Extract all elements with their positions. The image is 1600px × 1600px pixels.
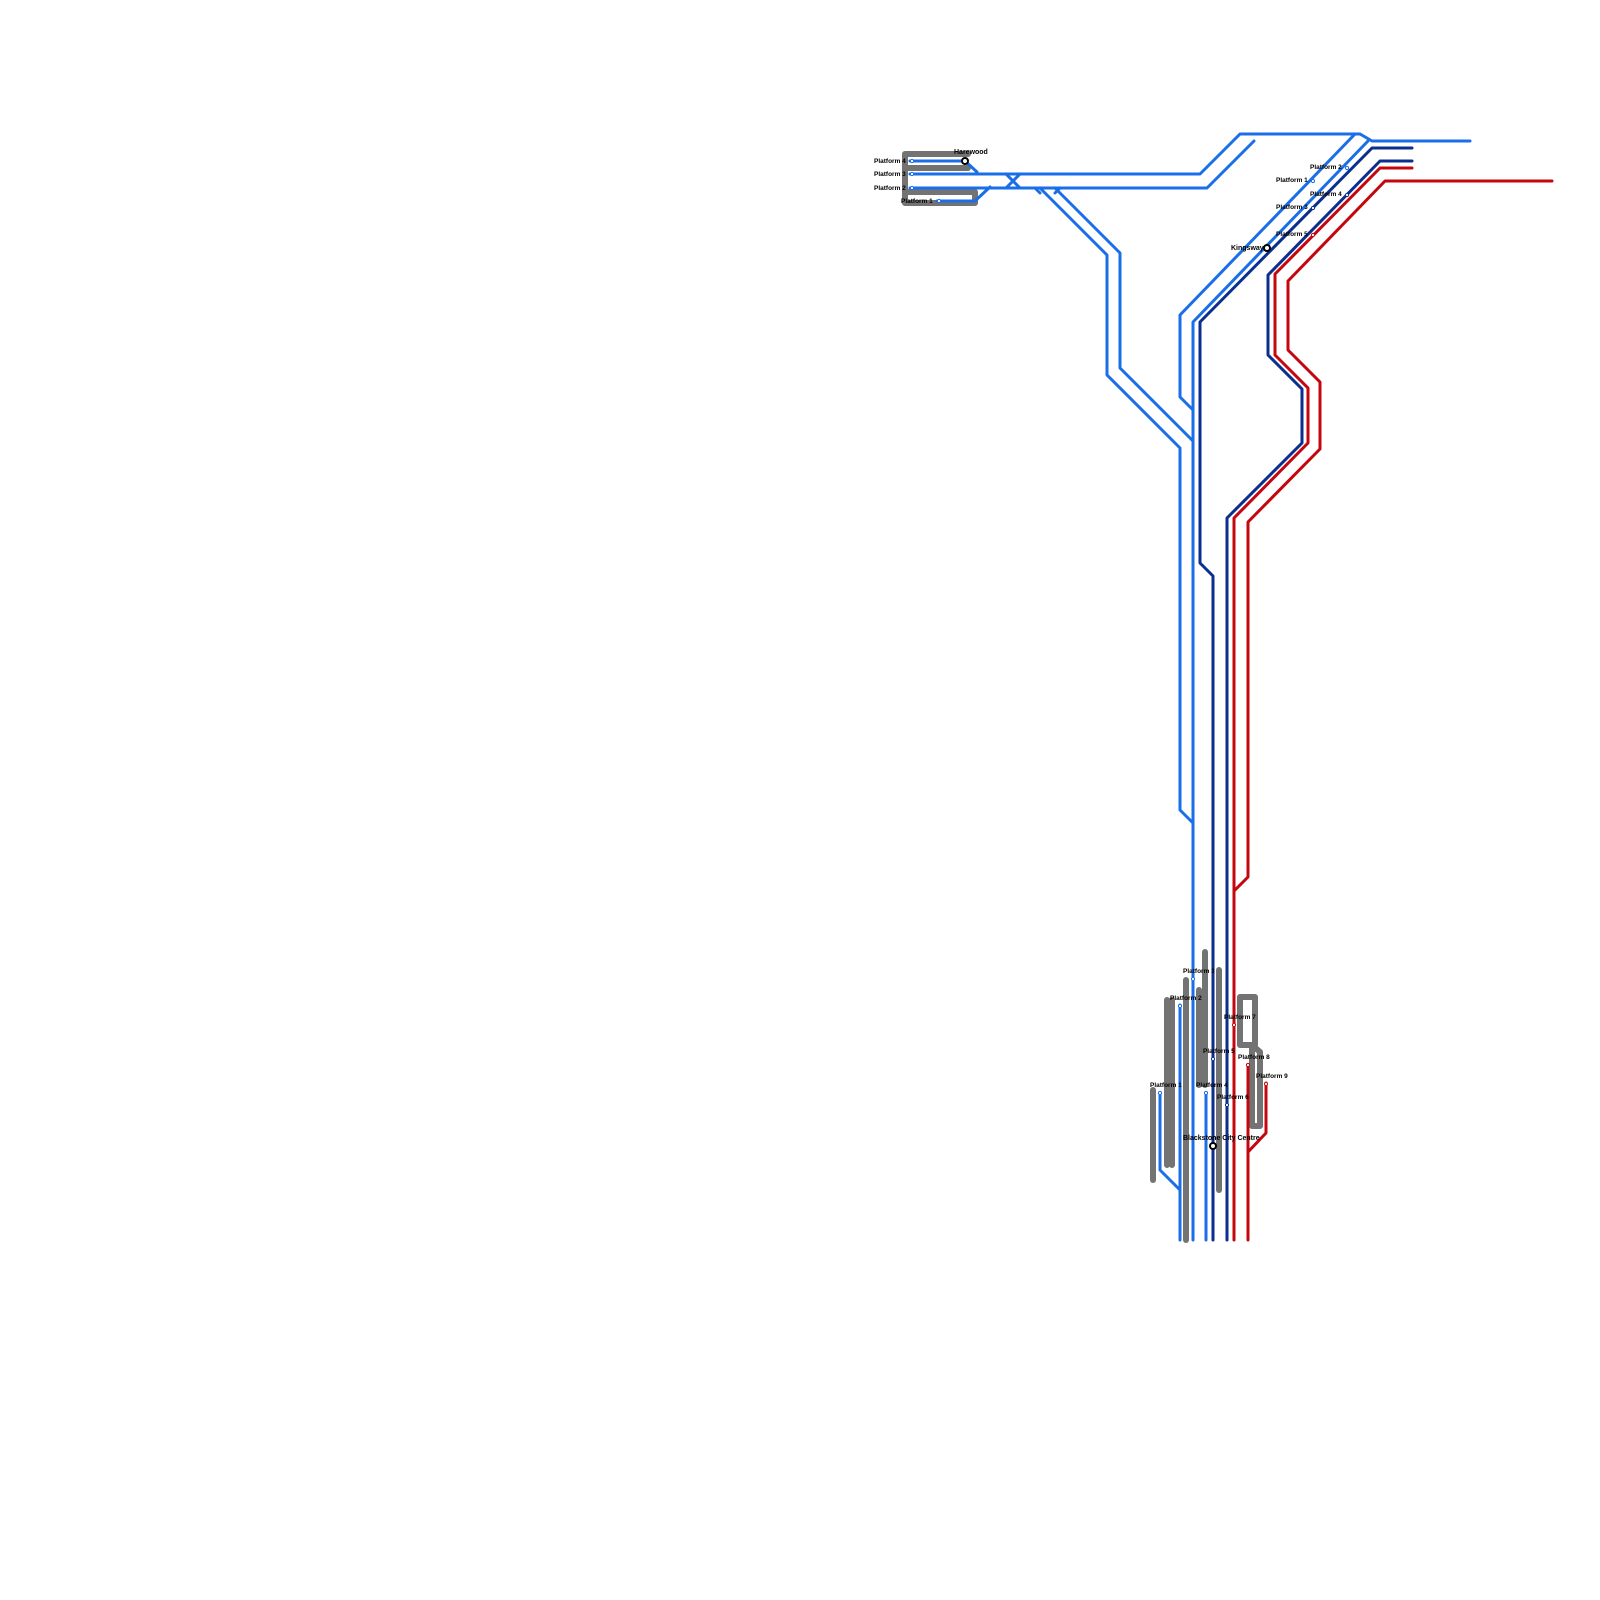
kingsway-platform-3-label: Platform 3 bbox=[1276, 204, 1308, 211]
platform-dots bbox=[909, 158, 1350, 1108]
blackstone-platform-1-dot[interactable] bbox=[1157, 1090, 1163, 1096]
dark-blue-line bbox=[1198, 146, 1414, 1242]
blackstone-platform-1-label: Platform 1 bbox=[1150, 1082, 1182, 1089]
kingsway-platform-2-label: Platform 2 bbox=[1310, 164, 1342, 171]
blackstone-platform-8-dot[interactable] bbox=[1245, 1062, 1251, 1068]
blackstone-platform-7-dot[interactable] bbox=[1231, 1022, 1237, 1028]
map-labels: Harewood Kingsway Blackstone City Centre… bbox=[874, 149, 1342, 1142]
blackstone-platform-5-dot[interactable] bbox=[1210, 1056, 1216, 1062]
harewood-platform-2-label: Platform 2 bbox=[874, 185, 906, 192]
kingsway-platform-5-dot[interactable] bbox=[1310, 232, 1316, 238]
blackstone-platform-3-dot[interactable] bbox=[1190, 976, 1196, 982]
blackstone-platform-5-label: Platform 5 bbox=[1203, 1048, 1235, 1055]
harewood-platform-3-dot[interactable] bbox=[909, 171, 915, 177]
kingsway-inner-track bbox=[1191, 139, 1370, 1242]
kingsway-platform-2-dot[interactable] bbox=[1344, 165, 1350, 171]
station-marker-kingsway[interactable] bbox=[1263, 244, 1271, 252]
harewood-track-1 bbox=[935, 185, 992, 203]
blackstone-platform-4-dot[interactable] bbox=[1203, 1090, 1209, 1096]
station-label-kingsway: Kingsway bbox=[1231, 245, 1264, 252]
blackstone-platform-1-track bbox=[1158, 1091, 1182, 1192]
blackstone-platform-7-label: Platform 7 bbox=[1224, 1014, 1256, 1021]
platform-areas bbox=[902, 151, 1263, 1243]
harewood-track-2 bbox=[908, 139, 1256, 190]
red-line bbox=[1232, 166, 1554, 1242]
harewood-platform-1-dot[interactable] bbox=[936, 198, 942, 204]
blackstone-platform-6-label: Platform 6 bbox=[1217, 1094, 1249, 1101]
kingsway-platform-1-label: Platform 1 bbox=[1276, 177, 1308, 184]
harewood-platform-1-label: Platform 1 bbox=[901, 198, 933, 205]
dark-blue-track-1 bbox=[1198, 146, 1414, 1242]
harewood-platform-4-label: Platform 4 bbox=[874, 158, 906, 165]
kingsway-platform-4-dot[interactable] bbox=[1344, 192, 1350, 198]
blackstone-platform-2-dot[interactable] bbox=[1177, 1003, 1183, 1009]
kingsway-platform-1-dot[interactable] bbox=[1310, 178, 1316, 184]
blackstone-platform-2-label: Platform 2 bbox=[1170, 995, 1202, 1002]
harewood-track-3 bbox=[908, 132, 1472, 176]
harewood-platform-4-dot[interactable] bbox=[909, 158, 915, 164]
station-label-harewood: Harewood bbox=[954, 149, 988, 156]
blackstone-platform-block-4 bbox=[1196, 949, 1208, 1088]
harewood-platform-2-dot[interactable] bbox=[909, 185, 915, 191]
blackstone-platform-9-label: Platform 9 bbox=[1256, 1073, 1288, 1080]
red-platform-9-track bbox=[1246, 1081, 1268, 1154]
kingsway-platform-3-dot[interactable] bbox=[1310, 205, 1316, 211]
light-blue-line bbox=[908, 132, 1472, 1242]
station-label-blackstone: Blackstone City Centre bbox=[1183, 1135, 1260, 1142]
harewood-crossover-1 bbox=[1004, 172, 1022, 190]
harewood-platform-3-label: Platform 3 bbox=[874, 171, 906, 178]
blackstone-platform-3-label: Platform 3 bbox=[1183, 968, 1215, 975]
blackstone-platform-6-dot[interactable] bbox=[1224, 1102, 1230, 1108]
harewood-platform-block bbox=[902, 151, 978, 206]
blackstone-platform-4-label: Platform 4 bbox=[1196, 1082, 1228, 1089]
blackstone-platform-9-dot[interactable] bbox=[1263, 1081, 1269, 1087]
blackstone-platform-block-2 bbox=[1164, 997, 1175, 1168]
blackstone-platform-block-7 bbox=[1249, 1042, 1263, 1129]
kingsway-platform-5-label: Platform 5 bbox=[1276, 231, 1308, 238]
red-track-2 bbox=[1232, 179, 1554, 893]
red-track-1 bbox=[1232, 166, 1414, 1242]
station-marker-harewood[interactable] bbox=[961, 157, 969, 165]
dark-blue-track-2 bbox=[1225, 159, 1414, 1242]
branch-southwest-inner bbox=[1053, 186, 1195, 443]
branch-southwest-outer bbox=[1038, 186, 1195, 825]
kingsway-outer-track bbox=[1178, 132, 1357, 412]
station-markers bbox=[961, 157, 1271, 1150]
blackstone-platform-block-6 bbox=[1237, 994, 1258, 1048]
kingsway-platform-4-label: Platform 4 bbox=[1310, 191, 1342, 198]
station-marker-blackstone[interactable] bbox=[1209, 1142, 1217, 1150]
blackstone-platform-8-label: Platform 8 bbox=[1238, 1054, 1270, 1061]
